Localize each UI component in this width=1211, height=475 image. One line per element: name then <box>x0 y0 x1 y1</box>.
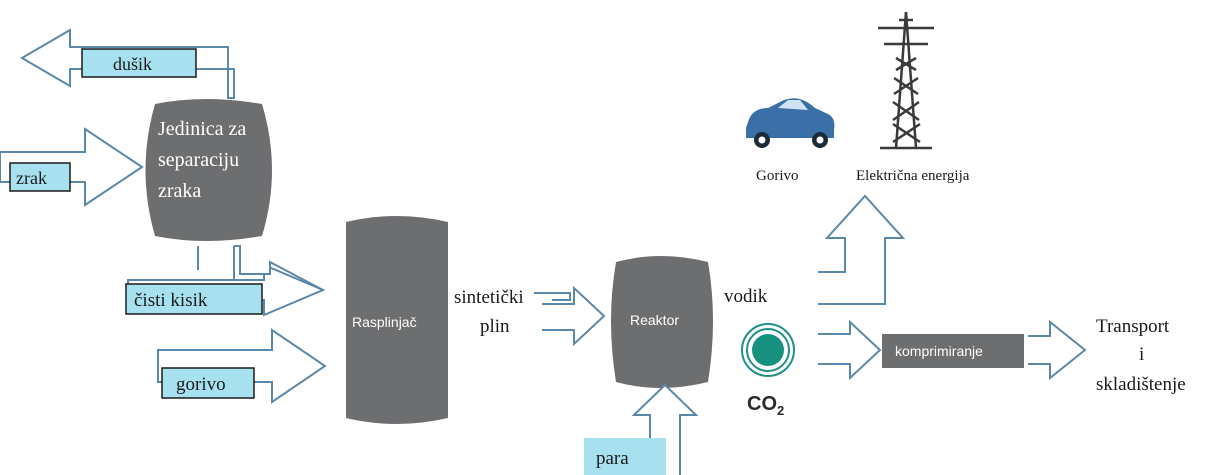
fuel-output-label: Gorivo <box>756 168 799 184</box>
transport-label: Transport <box>1096 316 1170 337</box>
asu-label-line3: zraka <box>158 180 201 202</box>
to-transport-arrow <box>1028 319 1087 381</box>
co2-label-main: CO <box>747 393 777 415</box>
air-label: zrak <box>16 168 47 188</box>
steam-label: para <box>596 448 629 469</box>
power-tower-icon <box>878 11 934 150</box>
gasifier-unit <box>346 216 448 424</box>
steam-label-box <box>584 438 666 475</box>
asu-label-line2: separaciju <box>158 149 239 171</box>
co2-label-sub: 2 <box>777 403 784 418</box>
hydrogen-label: vodik <box>724 286 768 307</box>
car-icon <box>746 98 835 148</box>
co2-label: CO2 <box>747 393 784 418</box>
reactor-unit <box>611 256 713 388</box>
compression-label: komprimiranje <box>895 343 983 359</box>
syngas-label-line2: plin <box>480 316 510 337</box>
nitrogen-label: dušik <box>113 54 152 74</box>
air-label-box <box>9 162 71 192</box>
gasifier-label: Rasplinjač <box>352 314 417 330</box>
oxygen-label-box <box>125 283 263 315</box>
fuel-label-box <box>161 367 255 399</box>
reactor-label: Reaktor <box>630 312 679 328</box>
oxygen-label: čisti kisik <box>134 290 208 311</box>
syngas-label-line1: sintetički <box>454 287 524 308</box>
co2-circle-icon <box>741 323 795 377</box>
compression-box <box>882 334 1024 368</box>
transport-and-label: i <box>1139 344 1144 365</box>
nitrogen-label-box <box>81 48 197 78</box>
asu-label-line1: Jedinica za <box>158 118 246 140</box>
co2-to-compression-arrow <box>818 319 882 381</box>
air-separation-unit <box>145 99 272 241</box>
electricity-label: Električna energija <box>856 168 970 184</box>
storage-label: skladištenje <box>1096 374 1186 395</box>
syngas-arrow <box>534 292 571 301</box>
hydrogen-up-arrow <box>818 194 906 305</box>
syngas-arrow-main <box>542 285 606 347</box>
oxygen-arrow-stem <box>234 245 324 291</box>
steam-arrow <box>631 383 699 475</box>
fuel-label: gorivo <box>176 374 226 395</box>
